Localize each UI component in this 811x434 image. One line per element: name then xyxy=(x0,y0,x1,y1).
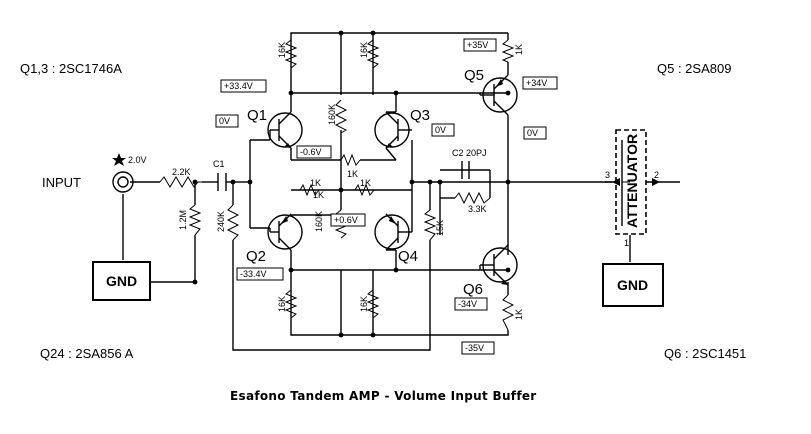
attenuator-pin-in: 3 xyxy=(605,170,610,180)
resistor-1k-q5 xyxy=(501,39,515,63)
note-q13: Q1,3 : 2SC1746A xyxy=(20,61,122,76)
note-q5: Q5 : 2SA809 xyxy=(657,61,731,76)
label-q5: Q5 xyxy=(464,67,484,84)
capacitor-c2 xyxy=(461,161,470,179)
note-q6: Q6 : 2SC1451 xyxy=(664,346,746,361)
transistor-q5-icon xyxy=(479,74,518,116)
note-q24: Q24 : 2SA856 A xyxy=(40,346,134,361)
resistor-160k-top xyxy=(334,99,348,134)
junction-dots xyxy=(192,30,511,338)
label-q2: Q2 xyxy=(246,248,266,265)
resistor-3-3k xyxy=(454,191,491,205)
input-jack-icon[interactable] xyxy=(112,171,134,193)
label-r-1k-d: 1K xyxy=(313,190,324,200)
label-r-16k-q1: 16K xyxy=(277,42,287,58)
resistor-16k-q4 xyxy=(366,289,380,319)
resistor-2-2k xyxy=(159,176,202,188)
resistor-1k-c xyxy=(354,183,375,197)
resistor-1-2m xyxy=(188,204,202,236)
attenuator-pin-gnd: 1 xyxy=(624,238,629,248)
resistor-240k xyxy=(226,204,240,241)
label-r-16k-q3: 16K xyxy=(359,42,369,58)
gnd-label-left: GND xyxy=(106,273,137,289)
label-q6: Q6 xyxy=(463,281,483,298)
volt-q1-base: 0V xyxy=(219,116,230,126)
transistor-q1-icon xyxy=(267,111,303,160)
label-r-1k-q6: 1K xyxy=(514,309,524,320)
attenuator-label: ATTENUATOR xyxy=(624,134,640,228)
label-r-160k-top: 160K xyxy=(327,104,337,125)
label-r-240k: 240K xyxy=(216,211,226,232)
resistor-1k-q6 xyxy=(501,294,515,331)
gnd-box-right xyxy=(602,263,664,307)
caption: Esafono Tandem AMP - Volume Input Buffer xyxy=(230,389,537,403)
resistor-16k-q1 xyxy=(284,39,298,69)
resistor-15k xyxy=(423,209,437,241)
gnd-label-right: GND xyxy=(617,277,648,293)
input-label: INPUT xyxy=(42,175,81,190)
label-q4: Q4 xyxy=(398,248,418,265)
volt-q2-col: -33.4V xyxy=(240,269,267,279)
label-q3: Q3 xyxy=(410,107,430,124)
volt-rail-neg: -35V xyxy=(465,343,484,353)
label-r-2-2k: 2.2K xyxy=(172,167,191,177)
attenuator-block xyxy=(605,129,660,235)
label-c1: C1 xyxy=(213,159,225,169)
volt-bias-pos: +0.6V xyxy=(334,215,358,225)
volt-rail-pos: +35V xyxy=(467,40,488,50)
star-icon xyxy=(112,153,126,166)
voltage-boxes xyxy=(215,38,558,355)
label-r-1k-b: 1K xyxy=(310,178,321,188)
label-r-15k: 15K xyxy=(435,220,445,236)
label-r-160k-bot: 160K xyxy=(314,211,324,232)
transistors xyxy=(267,74,518,286)
capacitors xyxy=(217,161,470,191)
resistor-16k-q2 xyxy=(284,289,298,319)
transistor-q4-icon xyxy=(374,213,413,251)
volt-q3-base: 0V xyxy=(435,125,446,135)
input-voltage: 2.0V xyxy=(128,155,147,165)
gnd-box-left xyxy=(92,261,151,301)
label-r-3-3k: 3.3K xyxy=(468,204,487,214)
label-r-1k-c: 1K xyxy=(360,178,371,188)
capacitor-c1 xyxy=(217,173,234,191)
volt-q6-em: -34V xyxy=(458,299,477,309)
attenuator-pin-out: 2 xyxy=(654,170,659,180)
volt-bias-neg: -0.6V xyxy=(300,147,322,157)
label-r-1k-q5: 1K xyxy=(514,44,524,55)
volt-out: 0V xyxy=(527,128,538,138)
label-q1: Q1 xyxy=(247,107,267,124)
volt-q5-em: +34V xyxy=(526,78,547,88)
resistor-16k-q3 xyxy=(366,39,380,69)
label-c2: C2 20PJ xyxy=(452,148,487,158)
resistors xyxy=(159,39,515,331)
resistor-1k-b xyxy=(299,183,320,197)
wires xyxy=(122,32,680,351)
transistor-q2-icon xyxy=(267,213,303,251)
transistor-q3-icon xyxy=(374,111,412,161)
resistor-1k-a xyxy=(340,153,361,167)
label-r-1k-a: 1K xyxy=(347,169,358,179)
label-r-1-2m: 1.2M xyxy=(178,210,188,230)
volt-q1-col: +33.4V xyxy=(224,81,253,91)
transistor-q6-icon xyxy=(479,244,518,286)
label-r-16k-q4: 16K xyxy=(359,296,369,312)
label-r-16k-q2: 16K xyxy=(277,296,287,312)
